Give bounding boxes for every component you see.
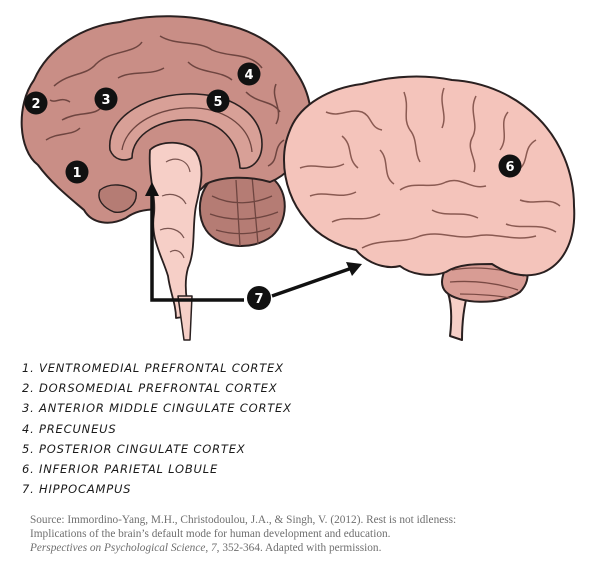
legend-item: 2. DORSOMEDIAL PREFRONTAL CORTEX [22,381,278,396]
marker-1-label: 1 [72,166,81,181]
citation-separator: , [205,541,212,554]
citation-line-2: Implications of the brain’s default mode… [30,527,391,540]
marker-4: 4 [237,62,261,86]
marker-7-label: 7 [254,292,263,307]
arrow-head-right [346,262,362,276]
arrow-head-up [145,182,159,196]
source-citation: Source: Immordino-Yang, M.H., Christodou… [30,514,590,555]
marker-5: 5 [206,89,230,113]
marker-6-label: 6 [505,160,514,175]
legend-item: 5. POSTERIOR CINGULATE CORTEX [22,441,246,456]
legend-item: 7. HIPPOCAMPUS [22,482,132,497]
citation-journal: Perspectives on Psychological Science [30,541,206,554]
marker-7: 7 [247,286,271,310]
marker-3: 3 [94,87,118,111]
marker-4-label: 4 [244,68,253,83]
citation-line-3: Perspectives on Psychological Science, 7… [30,542,590,556]
cingulate-gyrus [109,93,263,169]
legend-list: 1. VENTROMEDIAL PREFRONTAL CORTEX 2. DOR… [22,358,292,499]
legend-item: 1. VENTROMEDIAL PREFRONTAL CORTEX [22,361,284,375]
legend-item: 4. PRECUNEUS [22,421,117,436]
citation-volume: 7 [211,541,217,554]
marker-3-label: 3 [101,93,110,108]
connector-arrow [150,190,353,302]
brain-diagram: 1 2 3 4 5 6 7 [20,15,576,341]
legend-item: 6. INFERIOR PARIETAL LOBULE [22,461,219,476]
marker-1: 1 [65,160,89,184]
legend-item: 3. ANTERIOR MIDDLE CINGULATE CORTEX [22,401,292,416]
marker-2: 2 [24,91,48,115]
marker-2-label: 2 [31,97,40,112]
marker-5-label: 5 [213,95,222,110]
lateral-brain [283,75,576,341]
marker-6: 6 [498,154,522,178]
medial-brain [20,15,312,341]
citation-line-1: Source: Immordino-Yang, M.H., Christodou… [30,514,457,526]
citation-pages: , 352-364. Adapted with permission. [216,541,382,554]
lateral-cerebrum [283,75,576,277]
